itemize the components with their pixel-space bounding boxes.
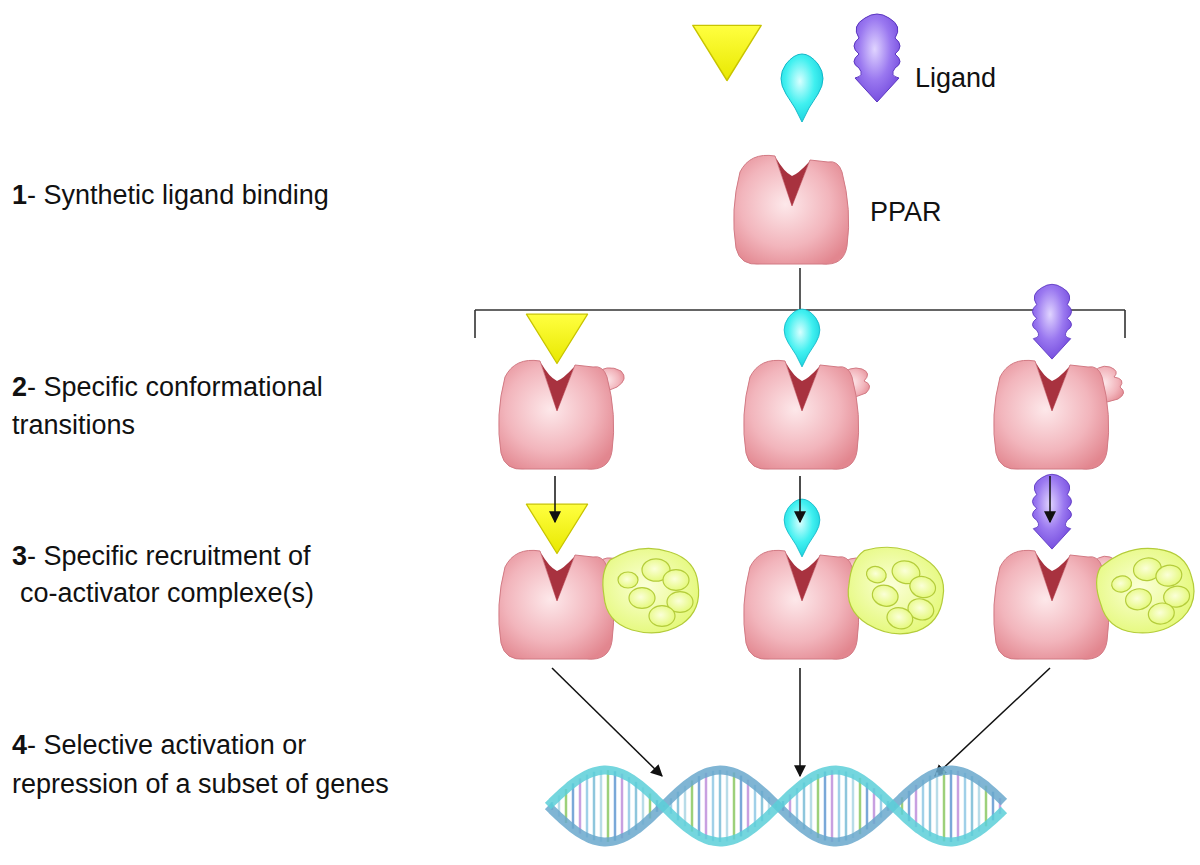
flow-arrow <box>1049 476 1051 522</box>
step-number: 4 <box>12 729 27 761</box>
binding-pocket <box>776 158 809 206</box>
ligand-shape <box>526 504 587 553</box>
binding-pocket <box>1036 363 1069 411</box>
binding-pocket <box>541 553 574 601</box>
receptor-body <box>499 550 614 659</box>
receptor-body <box>994 360 1109 469</box>
flow-arrow <box>552 668 662 776</box>
ppar-receptor <box>744 360 870 469</box>
ligand-shape <box>854 14 900 102</box>
step-number: 2 <box>12 371 27 403</box>
ligand-shape <box>781 54 823 122</box>
ppar-receptor <box>994 360 1124 469</box>
step-text: - Selective activation or <box>27 729 306 761</box>
receptor-label: PPAR <box>870 196 942 228</box>
flow-arrow <box>554 476 556 522</box>
receptor-body <box>734 155 849 264</box>
ligand-shape <box>693 25 761 80</box>
flow-arrow <box>799 476 801 522</box>
coactivator-complex <box>1091 541 1200 641</box>
ligand-shape <box>784 309 820 367</box>
coactivator-complex <box>603 548 699 632</box>
step-text: repression of a subset of genes <box>12 768 389 800</box>
receptor-body <box>499 360 614 469</box>
binding-pocket <box>1036 553 1069 601</box>
ligand-label: Ligand <box>915 62 996 94</box>
step-text: - Specific conformational <box>27 371 323 403</box>
binding-pocket <box>786 363 819 411</box>
receptor-body <box>994 550 1109 659</box>
ligand-shape <box>526 314 587 363</box>
ligand-shape <box>784 499 820 557</box>
ligand-shape <box>1032 474 1071 549</box>
ppar-receptor <box>499 360 624 469</box>
receptor-body <box>744 550 859 659</box>
step-text: co-activator complexe(s) <box>20 577 314 609</box>
binding-pocket <box>541 363 574 411</box>
step-number: 1 <box>12 179 27 211</box>
ligand-shape <box>1032 284 1071 359</box>
coactivator-complex <box>838 538 952 644</box>
receptor-body <box>744 360 859 469</box>
ppar-receptor <box>734 155 849 264</box>
dna-helix <box>548 770 1004 842</box>
step-number: 3 <box>12 540 27 572</box>
binding-pocket <box>786 553 819 601</box>
step-text: - Synthetic ligand binding <box>27 179 329 211</box>
step-text: - Specific recruitment of <box>27 540 311 572</box>
flow-arrow <box>935 668 1050 776</box>
step-text: transitions <box>12 409 135 441</box>
flow-arrow <box>799 668 801 776</box>
